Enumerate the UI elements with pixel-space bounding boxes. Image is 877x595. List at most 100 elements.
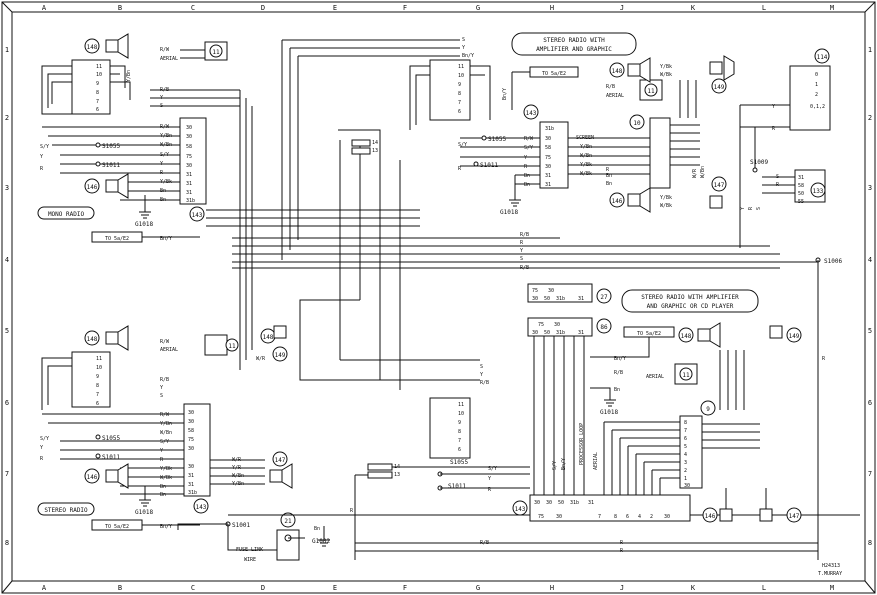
component-114-label: 114 — [817, 54, 828, 61]
splice-dot — [95, 434, 101, 440]
speaker-icon — [269, 469, 283, 483]
pin-label: 30 — [554, 322, 560, 328]
pin-label: 58 — [798, 183, 804, 189]
section-title-box — [37, 206, 95, 220]
wire-label: R/B — [520, 232, 529, 238]
splice-label: S1011 — [102, 454, 120, 461]
pin-label: 75 — [188, 437, 194, 443]
ref-label: TO 5a/E2 — [105, 236, 129, 242]
speaker-icon — [105, 179, 119, 193]
splice-dot — [95, 161, 101, 167]
pin-label: 75 — [538, 322, 544, 328]
component-86-circle — [596, 318, 612, 334]
wire-label: S/Y — [40, 144, 49, 150]
ground-label: G1018 — [600, 409, 618, 416]
connector-27 — [527, 283, 593, 303]
row-label: 8 — [868, 539, 872, 547]
mono-radio-section: 148 11 R/W AERIAL 11 10 9 8 7 6 Y/Bn R/B… — [37, 33, 240, 243]
wire-label: W/Bk — [160, 475, 172, 481]
wire-label: S — [520, 256, 523, 262]
stereo-amp-graphic-section: STEREO RADIO WITH AMPLIFIER AND GRAPHIC … — [409, 32, 842, 560]
pin-label: 30 — [186, 125, 192, 131]
component-148-label: 148 — [87, 336, 98, 343]
component-143-label: 143 — [192, 212, 203, 219]
splice-label: S1055 — [102, 435, 120, 442]
pin-label: 75 — [186, 154, 192, 160]
pin-label: 31 — [186, 172, 192, 178]
pin-label: 8 — [96, 383, 99, 389]
component-148-circle — [84, 38, 100, 54]
connector-block — [71, 351, 111, 408]
pin-label: 58 — [545, 145, 551, 151]
component-146-circle — [84, 468, 100, 484]
pin-label: 31 — [545, 182, 551, 188]
component-146-label: 146 — [612, 198, 623, 205]
wire-label: S — [462, 37, 465, 43]
pin-label: 30 — [188, 464, 194, 470]
wire-label: W/Bn — [700, 166, 706, 178]
footer-credits: H24313 T.MURRAY — [818, 563, 842, 577]
pin-label: 75 — [532, 288, 538, 294]
pin-label: 9 — [458, 420, 461, 426]
pin-label: 1 — [684, 476, 687, 482]
wire-label: S/Y — [160, 439, 169, 445]
component-149-label: 149 — [789, 333, 800, 340]
component-86-label: 86 — [600, 324, 608, 331]
component-148-label: 148 — [612, 68, 623, 75]
component-143-label: 143 — [515, 506, 526, 513]
wire-label: Bn/Y — [561, 458, 567, 470]
pin-label: 30 — [664, 514, 670, 520]
pin-label: 8 — [614, 514, 617, 520]
component-11-circle — [644, 83, 658, 97]
pin-label: 13 — [372, 148, 378, 154]
col-label: L — [762, 4, 766, 12]
pin-label: 50 — [798, 191, 804, 197]
col-label: H — [550, 584, 554, 592]
component-146-label: 146 — [87, 474, 98, 481]
pin-label: 10 — [96, 365, 102, 371]
component-146-circle — [609, 192, 625, 208]
pin-label: 6 — [458, 447, 461, 453]
pin-label: 50 — [558, 500, 564, 506]
pin-label: 30 — [186, 163, 192, 169]
pin-label: 50 — [544, 296, 550, 302]
ref-label: TO 5a/E2 — [105, 524, 129, 530]
pin-label: 11 — [96, 64, 102, 70]
wire-label: R — [748, 206, 754, 210]
component-10-label: 10 — [633, 120, 641, 127]
wire-label: R — [772, 126, 776, 132]
pin-label: 31b — [570, 500, 579, 506]
component-147-circle — [786, 507, 802, 523]
component-143-label: 143 — [196, 504, 207, 511]
speaker-icon — [627, 193, 641, 207]
wire-label: Y/Bk — [660, 64, 672, 70]
wire-label: Bn/Y — [614, 356, 626, 362]
wire-label: Bn — [606, 173, 612, 179]
pin-label: 7 — [96, 99, 99, 105]
pin-label: 30 — [545, 136, 551, 142]
wire-label: S/Y — [524, 145, 533, 151]
pin-label: 1 — [815, 82, 818, 88]
wire-label: Y — [480, 372, 483, 378]
connector-14 — [367, 463, 393, 471]
connector-13 — [351, 147, 371, 155]
drawing-credit: T.MURRAY — [818, 571, 842, 577]
col-label: K — [691, 584, 696, 592]
wire-label: AERIAL — [593, 452, 599, 470]
component-11-label: 11 — [647, 88, 655, 95]
ref-label: TO 5a/E2 — [542, 71, 566, 77]
component-11-circle — [225, 338, 239, 352]
pin-label: 8 — [458, 91, 461, 97]
component-143-label: 143 — [526, 110, 537, 117]
pin-label: 6 — [96, 401, 99, 407]
col-label: G — [476, 584, 480, 592]
wire-label: R — [160, 457, 164, 463]
wire-label: Bn — [614, 387, 620, 393]
pin-label: 58 — [188, 428, 194, 434]
section-title: STEREO RADIO WITH — [543, 37, 605, 44]
section-title-box — [511, 32, 637, 56]
component-149-circle — [272, 346, 288, 362]
component-10-circle — [629, 114, 645, 130]
wire-label: R — [822, 356, 826, 362]
